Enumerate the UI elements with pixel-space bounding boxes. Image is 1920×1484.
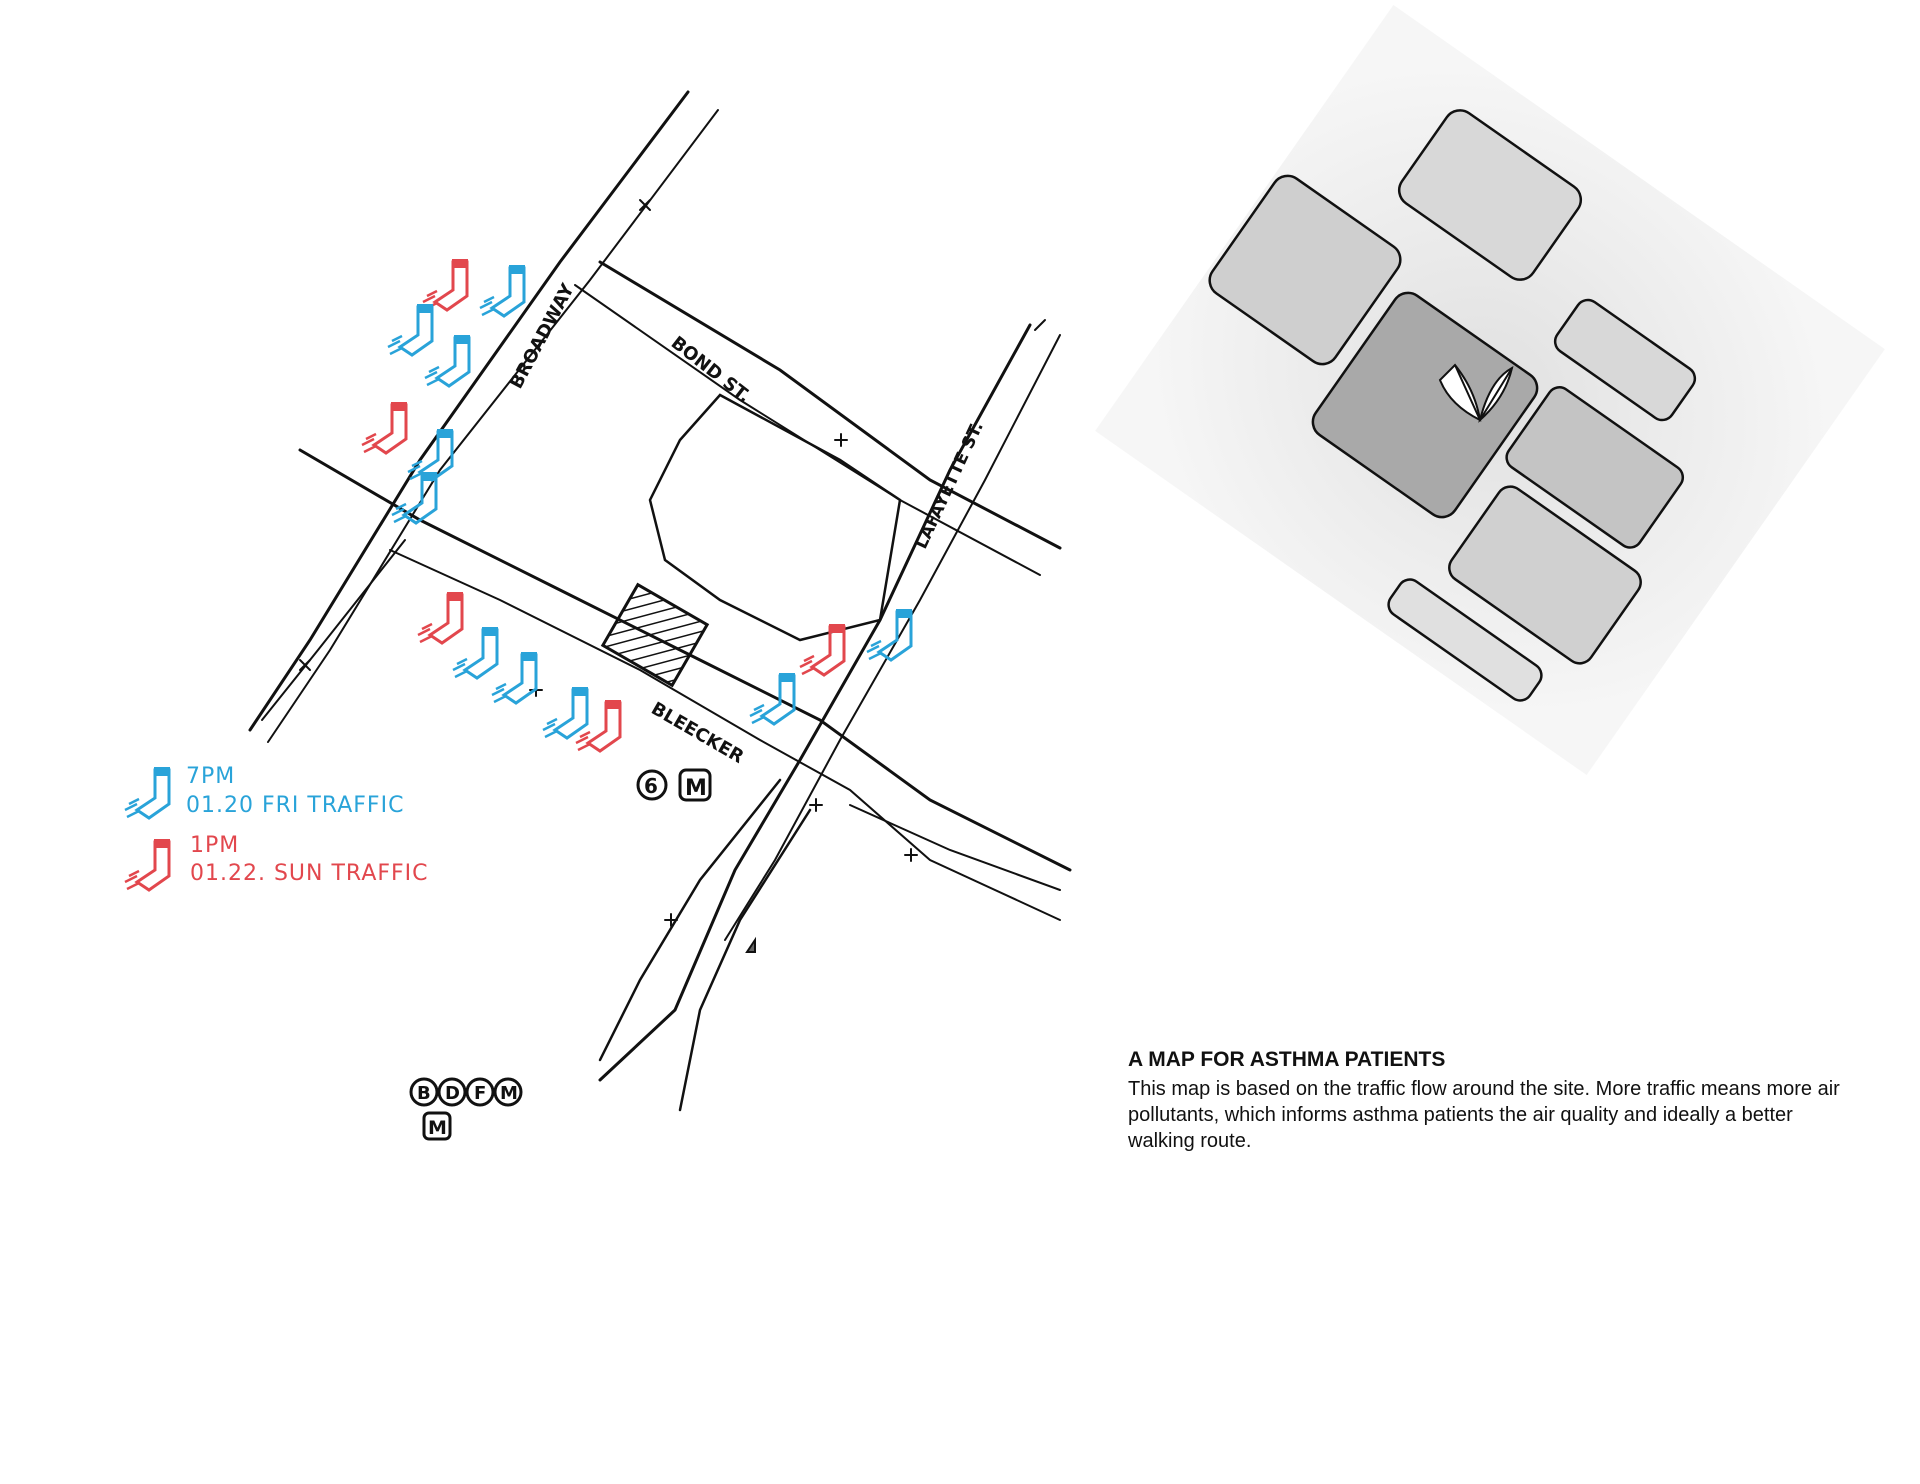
svg-text:B: B — [417, 1083, 431, 1104]
subway-line-f — [465, 1077, 495, 1107]
car-traffic-icon — [416, 590, 465, 645]
city-block-site — [1311, 291, 1539, 519]
leaf-icon — [1438, 363, 1514, 423]
car-traffic-icon — [490, 650, 539, 705]
svg-text:M: M — [428, 1117, 447, 1139]
city-block — [1448, 485, 1642, 665]
legend-friday-time: 7PM — [186, 764, 235, 789]
city-block — [1387, 578, 1543, 702]
city-block — [1505, 386, 1685, 549]
svg-text:M: M — [685, 776, 707, 801]
bleecker-street-edge — [389, 549, 1061, 921]
traffic-markers — [360, 257, 914, 753]
traffic-sketch-map — [248, 90, 1072, 1112]
broadway-street — [248, 90, 690, 732]
car-traffic-icon — [541, 685, 590, 740]
svg-text:D: D — [445, 1083, 460, 1104]
bond-street-label: BOND ST. — [667, 332, 755, 407]
legend-friday-label: 01.20 FRI TRAFFIC — [186, 793, 404, 818]
city-block — [1397, 109, 1583, 281]
map-caption: A MAP FOR ASTHMA PATIENTS This map is ba… — [1128, 1048, 1848, 1154]
svg-text:M: M — [500, 1083, 518, 1104]
air-quality-block-map — [1095, 4, 1885, 776]
subway-station-icon — [636, 769, 668, 801]
car-traffic-icon — [478, 263, 527, 318]
bond-street — [598, 260, 1062, 550]
legend-sunday-label: 01.22. SUN TRAFFIC — [190, 861, 429, 886]
caption-body: This map is based on the traffic flow ar… — [1128, 1078, 1840, 1152]
subway-line-d — [437, 1077, 467, 1107]
broadway-label: BROADWAY — [506, 280, 579, 393]
city-block — [1553, 298, 1697, 422]
car-traffic-icon — [421, 257, 470, 312]
car-traffic-icon — [748, 671, 797, 726]
lafayette-street — [598, 323, 1032, 1082]
svg-text:6: 6 — [644, 774, 658, 798]
broadway-street-edge — [267, 109, 719, 743]
bleecker-label: BLEECKER — [648, 698, 748, 768]
lafayette-label: LAFAYETTE ST. — [911, 419, 987, 552]
subway-station-icon — [678, 768, 712, 802]
subway-station-icon — [422, 1111, 452, 1141]
lower-road-left — [598, 778, 782, 1062]
legend-sunday-time: 1PM — [190, 833, 239, 858]
city-block — [1208, 174, 1402, 366]
traffic-legend: 7PM 01.20 FRI TRAFFIC 1PM 01.22. SUN TRA… — [123, 764, 429, 892]
car-traffic-icon — [451, 625, 500, 680]
caption-title: A MAP FOR ASTHMA PATIENTS — [1128, 1048, 1446, 1071]
car-traffic-icon — [386, 302, 435, 357]
legend-red-car-icon — [123, 837, 172, 892]
svg-text:F: F — [474, 1083, 486, 1104]
subway-line-b — [409, 1077, 439, 1107]
site-building — [600, 582, 710, 688]
lower-road-right — [678, 808, 812, 1112]
car-traffic-icon — [798, 622, 847, 677]
lafayette-street-edge — [724, 334, 1061, 941]
subway-line-m — [493, 1077, 523, 1107]
car-traffic-icon — [360, 400, 409, 455]
inner-loop-road — [648, 393, 902, 642]
legend-blue-car-icon — [123, 765, 172, 820]
subway-markers: 6 M B D F M M — [409, 768, 712, 1141]
